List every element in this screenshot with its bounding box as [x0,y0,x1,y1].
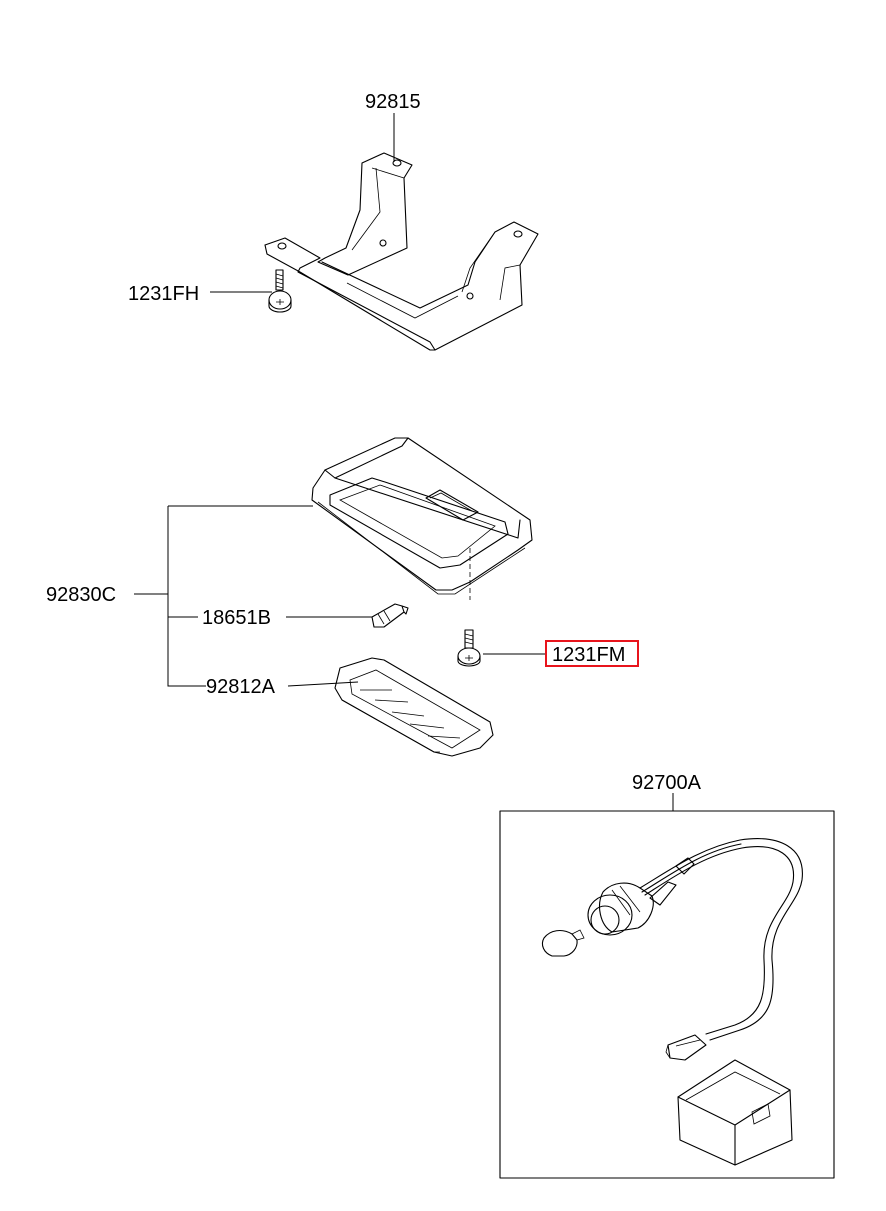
label-92812A: 92812A [206,676,276,698]
screw-1231FH[interactable] [268,269,292,313]
kit-frame [499,810,835,1179]
label-1231FH: 1231FH [128,283,199,305]
label-92700A: 92700A [632,772,702,794]
highlight-box-1231FM [545,640,639,667]
bracket-92815[interactable] [264,152,539,351]
wire-harness[interactable] [541,838,803,1166]
bulb-18651B[interactable] [371,603,409,628]
label-92830C: 92830C [46,584,116,606]
label-18651B: 18651B [202,607,271,629]
label-1231FM[interactable]: 1231FM [552,644,625,666]
screw-1231FM[interactable] [457,629,481,667]
label-92815: 92815 [365,91,421,113]
lamp-housing[interactable] [311,437,533,600]
lens-92812A[interactable] [334,657,494,757]
